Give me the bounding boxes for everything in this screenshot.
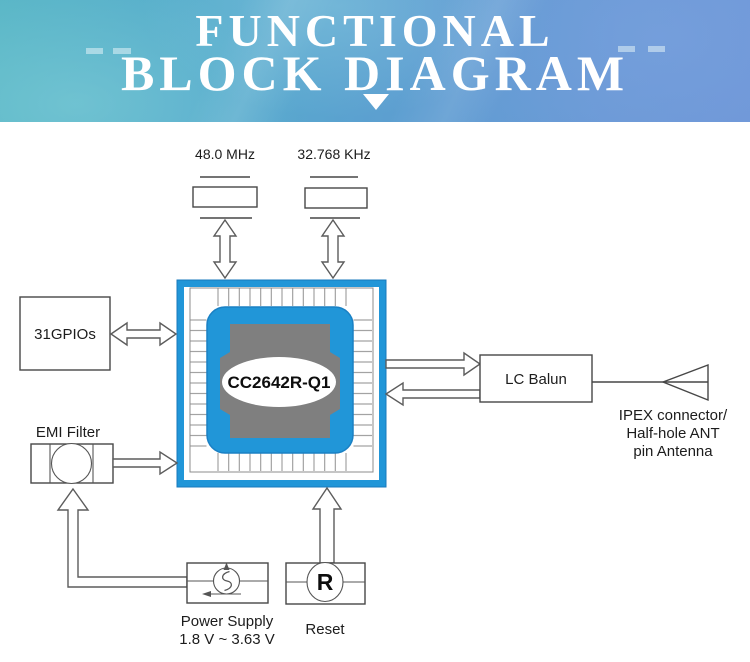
ac-sine-icon: [221, 570, 233, 592]
crystal-body: [304, 187, 368, 209]
chip-pins-top: [217, 288, 347, 306]
header-banner: FUNCTIONAL BLOCK DIAGRAM: [0, 0, 750, 122]
emi-filter-block: EMI Filter: [30, 424, 179, 485]
arrow-power-emi: [56, 487, 188, 588]
decor-dash-right-1: [618, 46, 635, 52]
chip-pins-bottom: [217, 453, 347, 471]
decor-dash-left-1: [86, 48, 103, 54]
chip-pins-right: [353, 319, 372, 447]
gpio-box: [19, 296, 111, 371]
reset-symbol: R: [317, 569, 334, 595]
crystal-body: [192, 186, 258, 208]
decor-dash-left-2: [113, 48, 131, 54]
arrow-48mhz-chip: [212, 218, 238, 280]
down-triangle-icon: [363, 94, 389, 110]
rf-chain: LC Balun IPEX connector/ Half-hole ANT p…: [384, 351, 728, 460]
reset-block: R Reset: [285, 486, 366, 638]
chip-package: CC2642R-Q1: [176, 279, 387, 488]
chip-label-ellipse: [222, 357, 336, 407]
arrow-reset-chip: [311, 486, 343, 564]
gpio-label: 31GPIOs: [34, 326, 96, 343]
power-supply-voltage: 1.8 V ~ 3.63 V: [179, 631, 275, 648]
arrow-gpio-chip: [109, 321, 178, 347]
antenna-label-line2: Half-hole ANT: [626, 425, 719, 442]
crystal-48mhz: 48.0 MHz: [192, 146, 258, 219]
reset-label: Reset: [305, 621, 345, 638]
antenna-label-line3: pin Antenna: [633, 443, 713, 460]
gpio-block: 31GPIOs: [19, 296, 178, 371]
decor-dash-right-2: [648, 46, 665, 52]
lc-balun-box: [479, 354, 593, 403]
crystal-48mhz-label: 48.0 MHz: [195, 146, 255, 162]
page-title-line2: BLOCK DIAGRAM: [120, 45, 630, 101]
arrow-emi-chip: [112, 450, 179, 476]
crystal-32khz: 32.768 KHz: [297, 146, 371, 219]
antenna-label-line1: IPEX connector/: [619, 407, 728, 424]
reset-circle: [306, 561, 344, 603]
page-title-line1: FUNCTIONAL: [195, 5, 555, 56]
arrow-chip-balun: [385, 351, 482, 377]
arrow-32khz-chip: [320, 218, 346, 280]
arrow-balun-chip: [384, 381, 481, 407]
lc-balun-label: LC Balun: [505, 371, 567, 388]
block-diagram: 48.0 MHz 32.768 KHz CC2642R-Q1: [19, 146, 728, 648]
chip-pins-left: [190, 319, 207, 447]
emi-filter-label: EMI Filter: [36, 424, 100, 441]
power-supply-label: Power Supply: [181, 613, 274, 630]
chip-part-number: CC2642R-Q1: [228, 373, 331, 392]
emi-filter-circle: [50, 442, 93, 485]
ac-source-arrowhead: [223, 562, 230, 570]
ac-underline-arrowhead: [202, 591, 211, 597]
crystal-32khz-label: 32.768 KHz: [297, 146, 370, 162]
chip-outer-edge: [176, 279, 387, 488]
power-supply-block: Power Supply 1.8 V ~ 3.63 V: [56, 487, 275, 648]
